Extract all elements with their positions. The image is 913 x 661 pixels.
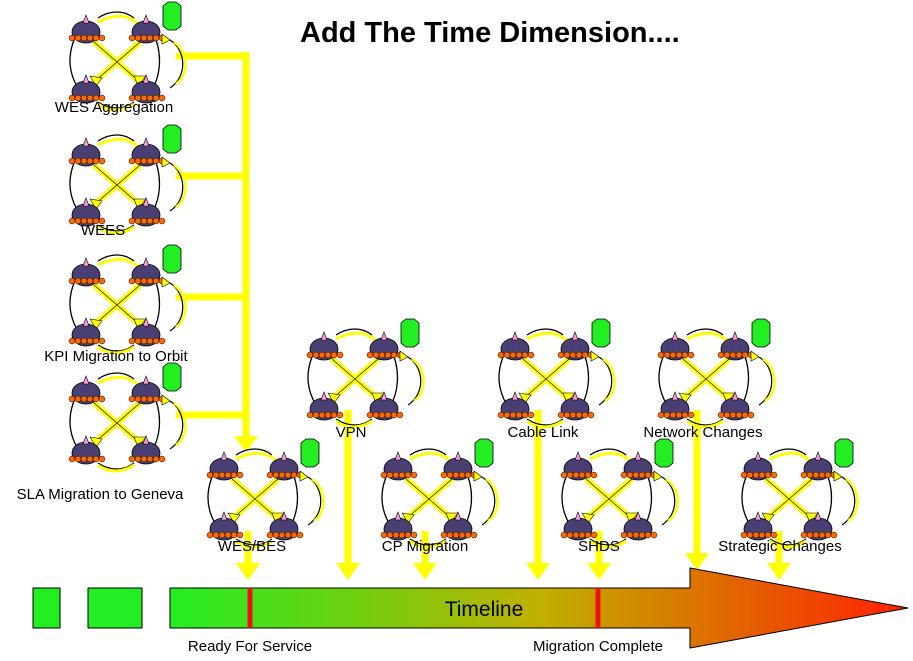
status-box-2: [87, 587, 143, 629]
label-wes-bes: WES/BES: [218, 538, 286, 555]
milestone-migration-complete: Migration Complete: [533, 638, 663, 655]
cluster-vpn: [307, 319, 424, 427]
label-cable-link: Cable Link: [508, 424, 579, 441]
label-vpn: VPN: [336, 424, 367, 441]
cluster-shds: [561, 439, 678, 547]
cluster-network-changes: [658, 319, 775, 427]
page-title: Add The Time Dimension....: [300, 17, 680, 49]
cluster-wes-bes: [207, 439, 324, 547]
timeline-label: Timeline: [445, 598, 524, 621]
label-wes-aggregation: WES Aggregation: [55, 99, 173, 116]
label-strategic-changes: Strategic Changes: [718, 538, 841, 555]
label-cp-migration: CP Migration: [382, 538, 468, 555]
cluster-strategic-changes: [741, 439, 858, 547]
milestone-ready-for-service: Ready For Service: [188, 638, 312, 655]
cluster-wees: [69, 125, 186, 233]
cluster-kpi-migration: [69, 245, 186, 353]
connector-arrowheads: [234, 436, 791, 580]
label-kpi-migration: KPI Migration to Orbit: [44, 348, 188, 365]
label-network-changes: Network Changes: [643, 424, 762, 441]
label-sla-migration: SLA Migration to Geneva: [17, 486, 184, 503]
status-box-1: [32, 587, 61, 629]
cluster-wes-aggregation: [69, 2, 186, 110]
label-wees: WEES: [81, 222, 125, 239]
label-shds: SHDS: [578, 538, 620, 555]
cluster-cp-migration: [381, 439, 498, 547]
cluster-sla-migration: [69, 363, 186, 471]
cluster-cable-link: [498, 319, 615, 427]
connector-lines: [176, 52, 783, 565]
timeline-arrow: [169, 567, 909, 649]
